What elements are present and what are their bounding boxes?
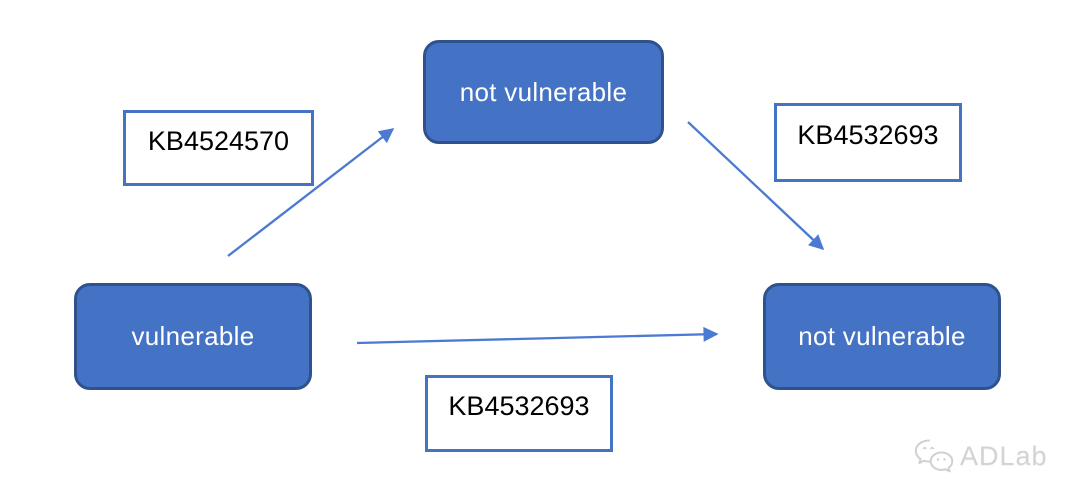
watermark: ADLab xyxy=(913,438,1048,474)
node-vulnerable: vulnerable xyxy=(74,283,312,390)
watermark-text: ADLab xyxy=(960,440,1048,471)
edge-label-kb4524570: KB4524570 xyxy=(123,110,314,186)
arrow-vulnerable-to-not-vulnerable-right xyxy=(356,326,719,345)
wechat-icon xyxy=(913,438,955,474)
edge-label-text: KB4532693 xyxy=(797,120,939,150)
edge-label-kb4532693-bottom: KB4532693 xyxy=(425,375,613,452)
edge-label-text: KB4532693 xyxy=(448,391,590,421)
edge-label-kb4532693-upper-right: KB4532693 xyxy=(774,103,962,182)
node-vulnerable-label: vulnerable xyxy=(131,321,255,351)
node-not-vulnerable-right-label: not vulnerable xyxy=(798,321,966,351)
node-not-vulnerable-top-label: not vulnerable xyxy=(459,76,628,107)
node-not-vulnerable-right: not vulnerable xyxy=(763,283,1001,390)
node-not-vulnerable-top: not vulnerable xyxy=(423,40,664,144)
edge-label-text: KB4524570 xyxy=(147,125,290,156)
